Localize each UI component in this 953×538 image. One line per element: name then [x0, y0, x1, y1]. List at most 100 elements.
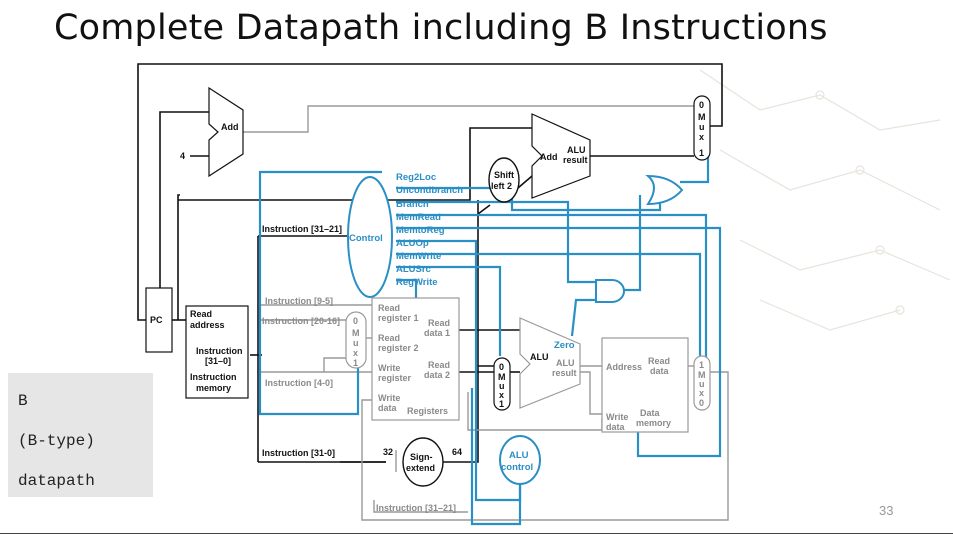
dm-read-b: data [650, 366, 670, 376]
data-memory [601, 337, 689, 433]
shift-label2: left 2 [491, 181, 512, 191]
side-label-line2: (B-type) [18, 432, 95, 450]
dm-write-a: Write [606, 412, 628, 422]
signal-uncondbranch: Uncondbranch [396, 185, 463, 196]
memtoreg-mux-x: x [699, 388, 704, 398]
reg-write-b: register [378, 373, 412, 383]
reg2loc-mux-0: 0 [353, 316, 358, 326]
memtoreg-mux-u: u [699, 379, 705, 389]
alu-result-b: result [552, 368, 577, 378]
pc-adder-label: Add [221, 122, 239, 132]
instruction-memory [185, 305, 249, 399]
sign-extend-l1: Sign- [410, 452, 433, 462]
instr-range-label: [31–0] [205, 356, 231, 366]
and-gate [595, 279, 625, 303]
alusrc-mux [493, 357, 511, 411]
control-wires [258, 152, 722, 526]
signal-aluop: ALUOp [396, 238, 429, 249]
reg-data2-a: Read [428, 360, 450, 370]
instr-9-5-label: Instruction [9-5] [265, 296, 333, 306]
const-four: 4 [180, 151, 185, 161]
reg-data1-a: Read [428, 318, 450, 328]
pc-register [145, 287, 173, 353]
alusrc-mux-0: 0 [499, 362, 504, 372]
branch-adder-result: result [563, 155, 588, 165]
signal-memwrite: MemWrite [396, 251, 441, 262]
pcsrc-mux-m: M [698, 112, 706, 122]
reg-read2-b: register 2 [378, 343, 419, 353]
reg-read2-a: Read [378, 333, 400, 343]
dm-mem-a: Data [640, 408, 661, 418]
instr-31-21-bottom-label: Instruction [31–21] [376, 503, 456, 513]
pc-label: PC [150, 315, 163, 325]
alu-control [499, 435, 541, 485]
reg2loc-mux-x: x [353, 348, 358, 358]
side-label-box [8, 373, 153, 497]
signal-branch: Branch [396, 199, 429, 210]
dm-mem-b: memory [636, 418, 671, 428]
reg-data2-b: data 2 [424, 370, 450, 380]
reg2loc-mux-1: 1 [353, 358, 358, 368]
instr-mem-title1: Instruction [190, 372, 237, 382]
pcsrc-mux-1: 1 [699, 148, 704, 158]
dm-write-b: data [606, 422, 626, 432]
sign-extend-l2: extend [406, 463, 435, 473]
dm-address: Address [606, 362, 642, 372]
shift-left-2 [488, 157, 520, 203]
slide-title: Complete Datapath including B Instructio… [54, 8, 828, 48]
reg-write-a: Write [378, 363, 400, 373]
instr-mem-title2: memory [196, 383, 231, 393]
background-decoration [699, 69, 951, 331]
pcsrc-mux-0: 0 [699, 100, 704, 110]
main-alu [519, 317, 581, 409]
memtoreg-mux [693, 355, 711, 411]
alu-label: ALU [530, 352, 549, 362]
reg-wd-b: data [378, 403, 398, 413]
signal-memread: MemRead [396, 212, 441, 223]
pcsrc-mux-x: x [699, 132, 704, 142]
sign-extend [402, 437, 444, 487]
pcsrc-mux-u: u [699, 122, 705, 132]
memtoreg-mux-0: 0 [699, 398, 704, 408]
alusrc-mux-u: u [499, 381, 505, 391]
instr-mem-address-label: address [190, 320, 225, 330]
branch-adder [531, 113, 591, 199]
dm-read-a: Read [648, 356, 670, 366]
alu-control-l2: control [501, 462, 533, 473]
signal-regwrite: RegWrite [396, 277, 438, 288]
black-wires [137, 63, 723, 463]
instr-mem-read-label: Read [190, 309, 212, 319]
reg-read1-b: register 1 [378, 313, 419, 323]
side-label-line3: datapath [18, 472, 95, 490]
pc-adder [208, 86, 244, 178]
alusrc-mux-1: 1 [499, 399, 504, 409]
shift-label1: Shift [494, 170, 514, 180]
memtoreg-mux-m: M [698, 370, 706, 380]
instr-20-16-label: Instruction [20-16] [262, 316, 340, 326]
control-unit [347, 176, 393, 298]
alusrc-mux-m: M [498, 372, 506, 382]
alusrc-mux-x: x [499, 390, 504, 400]
reg-read1-a: Read [378, 303, 400, 313]
reg-data1-b: data 1 [424, 328, 450, 338]
signal-memtoreg: MemtoReg [396, 225, 445, 236]
width-64: 64 [452, 447, 462, 457]
alu-control-l1: ALU [509, 450, 529, 461]
registers-label: Registers [407, 406, 448, 416]
control-label: Control [349, 233, 383, 244]
alu-zero: Zero [554, 340, 575, 351]
pcsrc-mux [693, 95, 711, 161]
reg2loc-mux [345, 311, 367, 369]
branch-adder-alu: ALU [567, 145, 586, 155]
width-32: 32 [383, 447, 393, 457]
page-number: 33 [879, 503, 894, 518]
instr-31-0-label: Instruction [31-0] [262, 448, 335, 458]
side-label-line1: B [18, 392, 28, 410]
alu-result-a: ALU [556, 358, 575, 368]
bottom-rule [0, 533, 953, 534]
control-signal-labels: Reg2Loc Uncondbranch Branch MemRead Memt… [396, 172, 463, 288]
instr-31-21-label: Instruction [31–21] [262, 224, 342, 234]
branch-adder-label: Add [540, 152, 558, 162]
reg-wd-a: Write [378, 393, 400, 403]
